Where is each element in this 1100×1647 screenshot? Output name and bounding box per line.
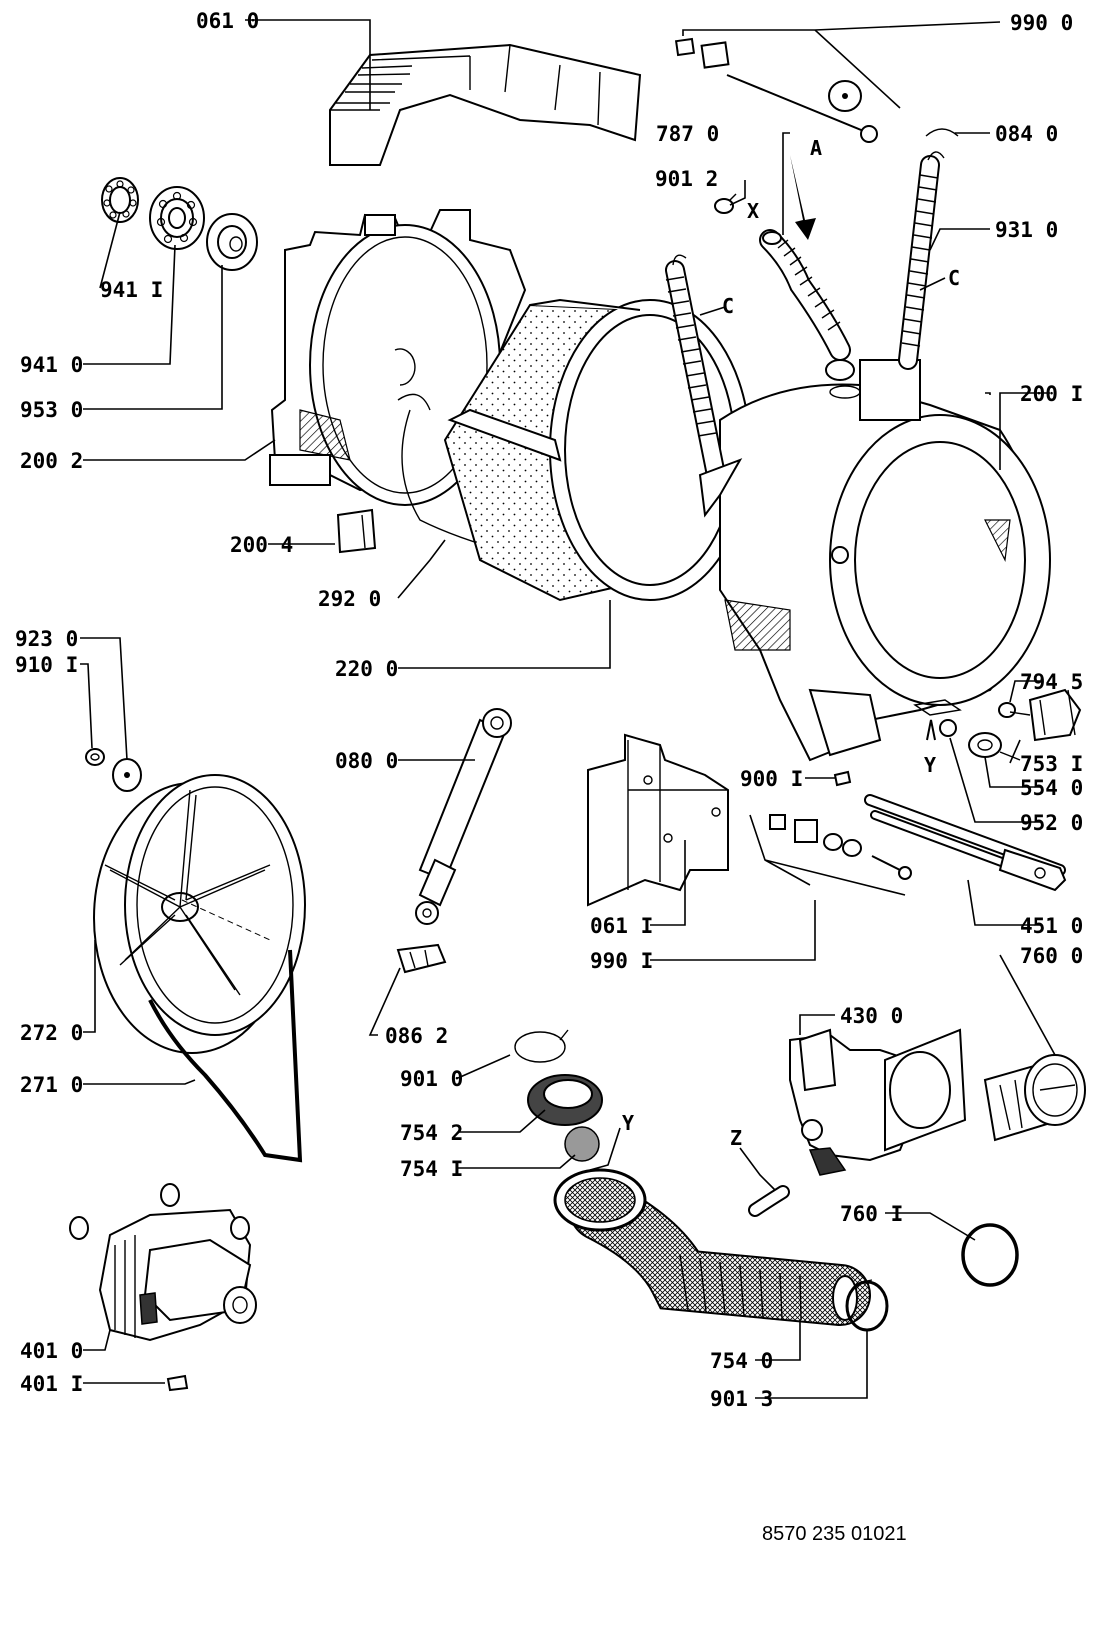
- callout-271-0: 271 0: [20, 1073, 83, 1097]
- tub-clip: [336, 508, 377, 554]
- callout-794-5: 794 5: [1020, 670, 1083, 694]
- pulley-nut: [85, 748, 105, 766]
- letter-markers: A X C C Y Y Z: [622, 136, 960, 1150]
- document-code: 8570 235 01021: [762, 1523, 907, 1545]
- callout-753-1: 753 I: [1020, 752, 1083, 776]
- seal-794-5: [998, 702, 1016, 718]
- callout-941-0: 941 0: [20, 353, 83, 377]
- drive-belt: [148, 949, 303, 1163]
- motor: [69, 1183, 257, 1342]
- callout-430-0: 430 0: [840, 1004, 903, 1028]
- temperature-sensor-753-1: [1009, 688, 1082, 742]
- marker-y-bellows-lead: [589, 1127, 621, 1171]
- motor-clip: [166, 1374, 189, 1392]
- callout-931-0: 931 0: [995, 218, 1058, 242]
- marker-c-right: C: [948, 266, 960, 290]
- callout-901-3: 901 3: [710, 1387, 773, 1411]
- marker-z-lead: [739, 1147, 776, 1191]
- small-clamp-901-2: [714, 193, 737, 214]
- marker-x: X: [747, 199, 759, 223]
- arrow-y-front: [926, 719, 936, 741]
- callout-401-0: 401 0: [20, 1339, 83, 1363]
- drain-pump: [789, 1028, 967, 1176]
- leader-lines: [80, 19, 1056, 1399]
- callout-554-0: 554 0: [1020, 776, 1083, 800]
- callout-061-0: 061 0: [196, 9, 259, 33]
- hose-clamp-901-0: [514, 1029, 569, 1063]
- fixing-kit-top: [674, 21, 1001, 143]
- bearing-941-1: [101, 177, 139, 223]
- callout-061-1: 061 I: [590, 914, 653, 938]
- suspension-spring-left: [665, 254, 743, 518]
- callout-760-1: 760 I: [840, 1202, 903, 1226]
- marker-y-bellows: Y: [622, 1111, 634, 1135]
- callout-910-1: 910 I: [15, 653, 78, 677]
- shock-absorber: [415, 708, 512, 925]
- bearing-941-0: [149, 186, 205, 250]
- top-counterweight: [329, 43, 642, 166]
- callout-901-2: 901 2: [655, 167, 718, 191]
- callout-923-0: 923 0: [15, 627, 78, 651]
- callout-941-1: 941 I: [100, 278, 163, 302]
- absorber-mount: [396, 943, 447, 974]
- drain-bellows-hose: [553, 1168, 871, 1326]
- callout-754-2: 754 2: [400, 1121, 463, 1145]
- callout-200-4: 200 4: [230, 533, 293, 557]
- front-tub-half: [719, 359, 1051, 762]
- bellows-seal-754-2: [527, 1074, 603, 1126]
- marker-c-left: C: [722, 294, 734, 318]
- callout-787-0: 787 0: [656, 122, 719, 146]
- callout-200-1: 200 I: [1020, 382, 1083, 406]
- callout-900-1: 900 I: [740, 767, 803, 791]
- callout-760-0: 760 0: [1020, 944, 1083, 968]
- callout-953-0: 953 0: [20, 398, 83, 422]
- arrow-a: [790, 155, 816, 240]
- tub-vent-hose: [759, 229, 855, 381]
- heating-element: [864, 794, 1067, 892]
- small-clip-900-1: [833, 770, 852, 787]
- marker-y-front: Y: [924, 753, 936, 777]
- marker-a: A: [810, 136, 822, 160]
- callout-901-0: 901 0: [400, 1067, 463, 1091]
- filter-o-ring: [961, 1223, 1019, 1287]
- seal-952-0: [939, 719, 957, 737]
- suspension-spring-right: [898, 151, 945, 370]
- shaft-seal-953-0: [206, 213, 258, 271]
- callout-754-1: 754 I: [400, 1157, 463, 1181]
- pulley-washer: [112, 758, 142, 792]
- spring-clip: [925, 128, 959, 137]
- callout-080-0: 080 0: [335, 749, 398, 773]
- callout-990-0: 990 0: [1010, 11, 1073, 35]
- callout-labels: 061 0 990 0 084 0 787 0 901 2 931 0 941 …: [15, 9, 1083, 1411]
- callout-292-0: 292 0: [318, 587, 381, 611]
- callout-754-0: 754 0: [710, 1349, 773, 1373]
- callout-401-1: 401 I: [20, 1372, 83, 1396]
- callout-451-0: 451 0: [1020, 914, 1083, 938]
- drum-pulley: [93, 774, 306, 1054]
- callout-990-1: 990 I: [590, 949, 653, 973]
- callout-086-2: 086 2: [385, 1024, 448, 1048]
- pump-filter: [983, 1054, 1086, 1142]
- callout-952-0: 952 0: [1020, 811, 1083, 835]
- non-return-ball: [564, 1126, 600, 1162]
- callout-084-0: 084 0: [995, 122, 1058, 146]
- front-counterweight: [587, 733, 729, 907]
- marker-z: Z: [730, 1126, 742, 1150]
- callout-272-0: 272 0: [20, 1021, 83, 1045]
- callout-220-0: 220 0: [335, 657, 398, 681]
- callout-200-2: 200 2: [20, 449, 83, 473]
- fixing-kit-front: [749, 814, 912, 896]
